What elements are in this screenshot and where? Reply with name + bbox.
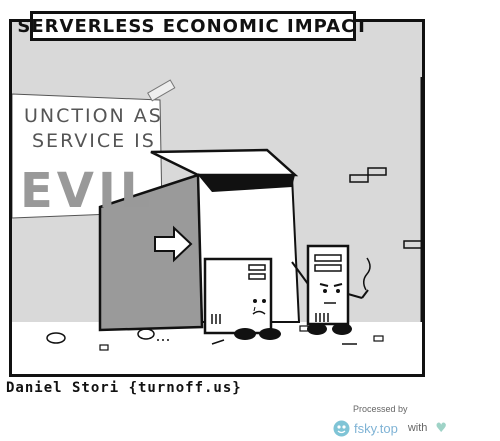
heart-icon: ♥ <box>435 420 448 436</box>
comic-title-box: SERVERLESS ECONOMIC IMPACT <box>17 11 368 41</box>
poster-text-line-2: SERVICE IS <box>32 130 156 152</box>
comic-credit: Daniel Stori {turnoff.us} <box>6 380 242 396</box>
smoking-server <box>291 244 371 335</box>
rock <box>299 325 309 332</box>
comic-panel: UNCTION AS SERVICE IS EVIL <box>9 19 425 377</box>
fsky-logo-icon <box>333 420 350 436</box>
fsky-brand-link[interactable]: fsky.top <box>354 420 398 436</box>
processed-by-label: Processed by <box>353 404 408 414</box>
brick <box>367 167 387 176</box>
watermark-brand-row[interactable]: fsky.top with ♥ <box>333 418 447 438</box>
rock <box>99 344 109 351</box>
box-interior <box>198 175 295 192</box>
rock <box>373 335 384 342</box>
poster-text-line-3: EVIL <box>20 163 155 219</box>
sad-server <box>203 257 281 340</box>
arrow-icon <box>154 225 193 263</box>
rock <box>46 332 66 344</box>
poster-text-line-1: UNCTION AS <box>24 105 163 127</box>
brick <box>403 240 422 249</box>
comic-title: SERVERLESS ECONOMIC IMPACT <box>17 15 369 37</box>
rock <box>137 328 155 340</box>
box-front-flap <box>98 173 204 332</box>
brick <box>349 174 369 183</box>
with-label: with <box>407 422 428 434</box>
comic-scene <box>12 22 422 351</box>
poster-tape <box>147 79 176 102</box>
